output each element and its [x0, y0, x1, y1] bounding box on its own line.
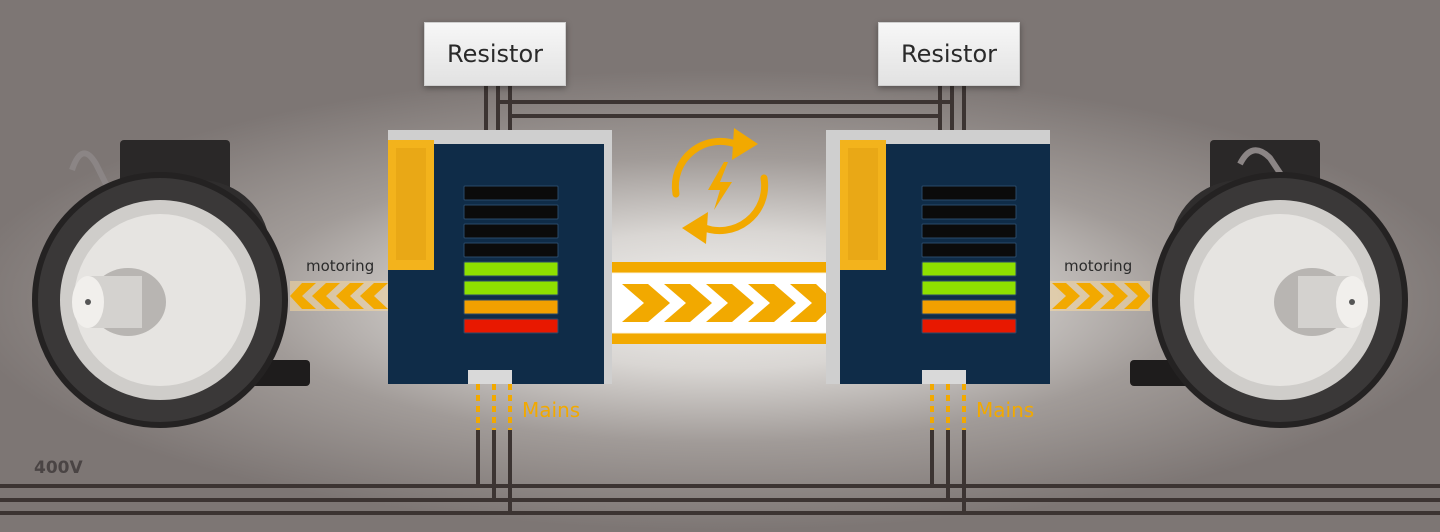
- supply-voltage-label: 400V: [34, 458, 83, 478]
- mains-drop-left: [476, 430, 512, 513]
- led-bar-green: [463, 261, 559, 277]
- led-bar-stack: [463, 185, 559, 334]
- led-bar-off: [463, 223, 559, 239]
- motoring-arrows-right: [1050, 281, 1150, 311]
- drive-left: [388, 130, 612, 384]
- led-bar-off: [463, 185, 559, 201]
- resistor-left: Resistor: [424, 22, 566, 86]
- lifting-eye: [1237, 147, 1293, 190]
- led-bar-off: [463, 242, 559, 258]
- supply-bus: [0, 484, 1440, 515]
- led-bar-orange: [463, 299, 559, 315]
- dc-link-energy-flow: [606, 262, 836, 344]
- led-bar-stack: [921, 185, 1017, 334]
- led-bar-red: [463, 318, 559, 334]
- motor-right: [1130, 140, 1408, 428]
- led-bar-off: [463, 204, 559, 220]
- resistor-cables: [484, 84, 966, 132]
- resistor-right-label: Resistor: [901, 40, 997, 68]
- motor-left: [32, 140, 310, 428]
- led-bar-green: [921, 280, 1017, 296]
- led-bar-off: [921, 242, 1017, 258]
- mains-feed-left: [476, 384, 512, 430]
- led-bar-off: [921, 223, 1017, 239]
- mains-label-left: Mains: [522, 398, 581, 422]
- led-bar-orange: [921, 299, 1017, 315]
- led-bar-green: [463, 280, 559, 296]
- drive-right: [826, 130, 1050, 384]
- motoring-arrows-left: [290, 281, 390, 311]
- mains-label-right: Mains: [976, 398, 1035, 422]
- led-bar-off: [921, 204, 1017, 220]
- energy-exchange-icon: [671, 128, 769, 244]
- resistor-right: Resistor: [878, 22, 1020, 86]
- lifting-eye: [69, 150, 119, 206]
- resistor-left-label: Resistor: [447, 40, 543, 68]
- led-bar-red: [921, 318, 1017, 334]
- led-bar-off: [921, 185, 1017, 201]
- mains-drop-right: [930, 430, 966, 513]
- motoring-label-right: motoring: [1064, 257, 1133, 275]
- motoring-label-left: motoring: [306, 257, 375, 275]
- energy-chevrons: [622, 284, 836, 322]
- led-bar-green: [921, 261, 1017, 277]
- mains-feed-right: [930, 384, 966, 430]
